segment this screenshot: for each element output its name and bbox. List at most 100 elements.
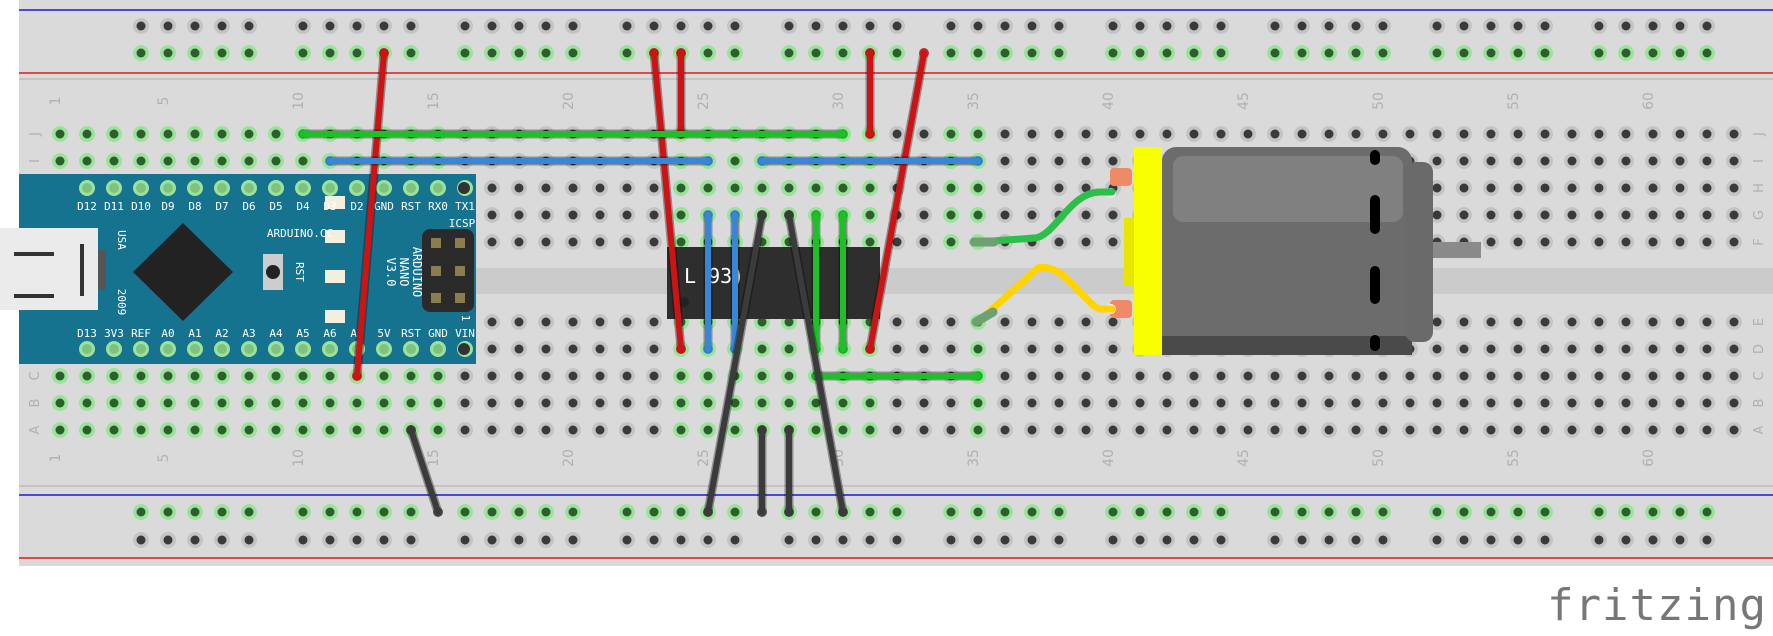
wire-blue[interactable] <box>325 156 713 166</box>
breadboard-hole[interactable] <box>487 48 497 58</box>
breadboard-hole[interactable] <box>514 507 524 517</box>
wire-red[interactable] <box>352 48 389 381</box>
breadboard-hole[interactable] <box>1243 371 1253 381</box>
breadboard-hole[interactable] <box>379 535 389 545</box>
breadboard-hole[interactable] <box>352 535 362 545</box>
breadboard-hole[interactable] <box>568 317 578 327</box>
breadboard-hole[interactable] <box>1594 425 1604 435</box>
breadboard-hole[interactable] <box>487 535 497 545</box>
breadboard-hole[interactable] <box>1270 398 1280 408</box>
breadboard-hole[interactable] <box>1648 425 1658 435</box>
breadboard-hole[interactable] <box>649 183 659 193</box>
breadboard-hole[interactable] <box>568 21 578 31</box>
breadboard-hole[interactable] <box>190 156 200 166</box>
breadboard-hole[interactable] <box>1027 371 1037 381</box>
breadboard-hole[interactable] <box>946 535 956 545</box>
breadboard-hole[interactable] <box>1729 398 1739 408</box>
breadboard-hole[interactable] <box>136 156 146 166</box>
breadboard-hole[interactable] <box>973 507 983 517</box>
wire-end[interactable] <box>865 129 875 139</box>
breadboard-hole[interactable] <box>1351 425 1361 435</box>
breadboard-hole[interactable] <box>1135 398 1145 408</box>
wire-end[interactable] <box>649 48 659 58</box>
breadboard-hole[interactable] <box>514 344 524 354</box>
breadboard-hole[interactable] <box>1189 21 1199 31</box>
breadboard-hole[interactable] <box>649 21 659 31</box>
rst-button[interactable] <box>266 265 280 279</box>
breadboard-hole[interactable] <box>622 210 632 220</box>
breadboard-hole[interactable] <box>595 183 605 193</box>
breadboard-hole[interactable] <box>541 344 551 354</box>
breadboard-hole[interactable] <box>1621 129 1631 139</box>
breadboard-hole[interactable] <box>82 156 92 166</box>
breadboard-hole[interactable] <box>1486 371 1496 381</box>
breadboard-hole[interactable] <box>1540 425 1550 435</box>
breadboard-hole[interactable] <box>1702 507 1712 517</box>
wire-core[interactable] <box>354 50 387 379</box>
breadboard-hole[interactable] <box>1351 371 1361 381</box>
breadboard-hole[interactable] <box>568 237 578 247</box>
breadboard-hole[interactable] <box>541 210 551 220</box>
breadboard-hole[interactable] <box>1000 398 1010 408</box>
nano-pin[interactable] <box>109 183 119 193</box>
breadboard-hole[interactable] <box>730 507 740 517</box>
breadboard-hole[interactable] <box>1459 535 1469 545</box>
breadboard-hole[interactable] <box>1054 344 1064 354</box>
breadboard-hole[interactable] <box>892 507 902 517</box>
breadboard-hole[interactable] <box>649 425 659 435</box>
breadboard-hole[interactable] <box>1054 398 1064 408</box>
breadboard-hole[interactable] <box>1216 371 1226 381</box>
breadboard-hole[interactable] <box>1513 344 1523 354</box>
breadboard-hole[interactable] <box>595 237 605 247</box>
breadboard-hole[interactable] <box>1702 317 1712 327</box>
breadboard-hole[interactable] <box>1081 317 1091 327</box>
breadboard-hole[interactable] <box>1567 237 1577 247</box>
breadboard-hole[interactable] <box>298 535 308 545</box>
nano-pin[interactable] <box>433 183 443 193</box>
breadboard-hole[interactable] <box>1432 21 1442 31</box>
breadboard-hole[interactable] <box>649 210 659 220</box>
wire-green[interactable] <box>298 129 848 139</box>
breadboard-hole[interactable] <box>1621 156 1631 166</box>
nano-pin[interactable] <box>406 344 416 354</box>
breadboard-hole[interactable] <box>622 183 632 193</box>
breadboard-hole[interactable] <box>1540 21 1550 31</box>
breadboard-hole[interactable] <box>1378 371 1388 381</box>
breadboard-hole[interactable] <box>1378 425 1388 435</box>
wire-core[interactable] <box>408 427 441 515</box>
breadboard-hole[interactable] <box>514 48 524 58</box>
motor-terminal-1[interactable] <box>1110 168 1132 186</box>
breadboard-hole[interactable] <box>1675 371 1685 381</box>
wire-green[interactable] <box>838 210 848 354</box>
breadboard-hole[interactable] <box>1000 129 1010 139</box>
breadboard-hole[interactable] <box>1567 371 1577 381</box>
breadboard-hole[interactable] <box>919 237 929 247</box>
breadboard-hole[interactable] <box>1081 210 1091 220</box>
breadboard-hole[interactable] <box>541 398 551 408</box>
nano-pin[interactable] <box>352 183 362 193</box>
breadboard-hole[interactable] <box>973 535 983 545</box>
breadboard-hole[interactable] <box>1351 21 1361 31</box>
breadboard-hole[interactable] <box>1621 535 1631 545</box>
breadboard-hole[interactable] <box>865 398 875 408</box>
breadboard-hole[interactable] <box>352 21 362 31</box>
breadboard-hole[interactable] <box>1189 398 1199 408</box>
breadboard-hole[interactable] <box>1513 425 1523 435</box>
breadboard-hole[interactable] <box>1594 21 1604 31</box>
breadboard-hole[interactable] <box>1378 129 1388 139</box>
breadboard-hole[interactable] <box>541 183 551 193</box>
breadboard-hole[interactable] <box>163 371 173 381</box>
breadboard-hole[interactable] <box>1621 344 1631 354</box>
breadboard-hole[interactable] <box>622 507 632 517</box>
wire-end[interactable] <box>784 507 794 517</box>
breadboard-hole[interactable] <box>892 425 902 435</box>
breadboard-hole[interactable] <box>1540 535 1550 545</box>
breadboard-hole[interactable] <box>1486 183 1496 193</box>
breadboard-hole[interactable] <box>217 507 227 517</box>
breadboard-hole[interactable] <box>406 371 416 381</box>
breadboard-hole[interactable] <box>1621 371 1631 381</box>
breadboard-hole[interactable] <box>946 398 956 408</box>
breadboard-hole[interactable] <box>568 425 578 435</box>
breadboard-hole[interactable] <box>1513 129 1523 139</box>
breadboard-hole[interactable] <box>244 535 254 545</box>
